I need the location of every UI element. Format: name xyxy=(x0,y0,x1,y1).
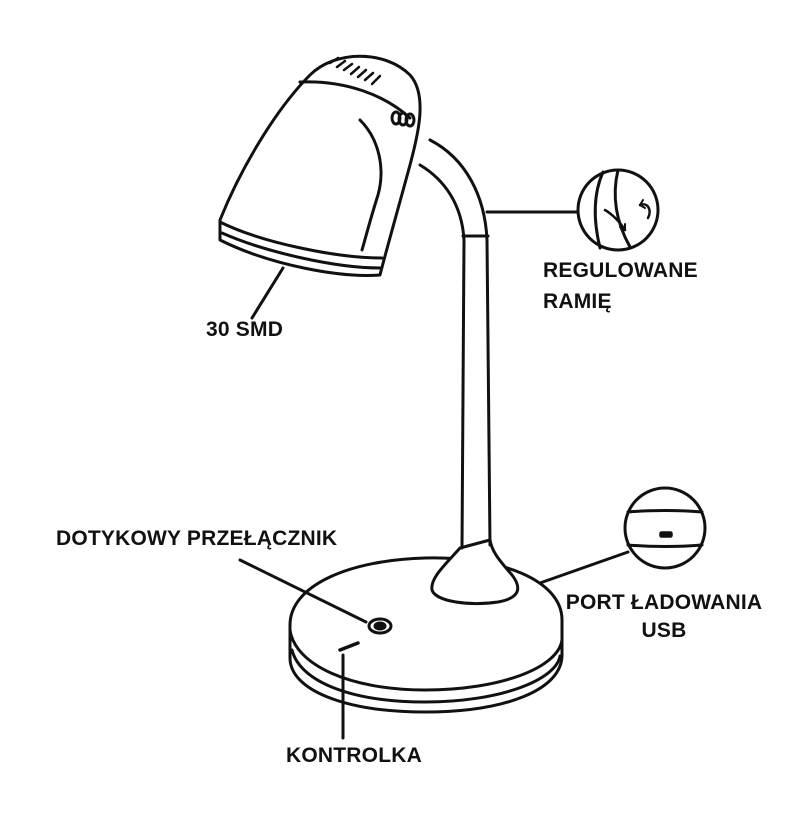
lamp-arm xyxy=(418,138,492,550)
touch-switch-icon xyxy=(367,617,393,635)
arm-zoom-detail xyxy=(485,168,660,252)
usb-label-line-2: USB xyxy=(641,619,687,642)
indicator-mark xyxy=(338,641,360,652)
led-label: 30 SMD xyxy=(206,318,284,341)
arm-label-line-2: RAMIĘ xyxy=(543,290,612,313)
led-callout-line xyxy=(250,266,285,320)
lamp-base xyxy=(288,538,564,714)
lamp-head xyxy=(218,54,422,277)
indicator-label: KONTROLKA xyxy=(286,744,422,767)
switch-callout-line xyxy=(238,558,368,624)
arm-label-line-1: REGULOWANE xyxy=(543,259,698,282)
usb-zoom-detail xyxy=(538,486,707,585)
usb-label-line-1: PORT ŁADOWANIA xyxy=(565,591,763,614)
switch-label: DOTYKOWY PRZEŁĄCZNIK xyxy=(56,527,338,550)
